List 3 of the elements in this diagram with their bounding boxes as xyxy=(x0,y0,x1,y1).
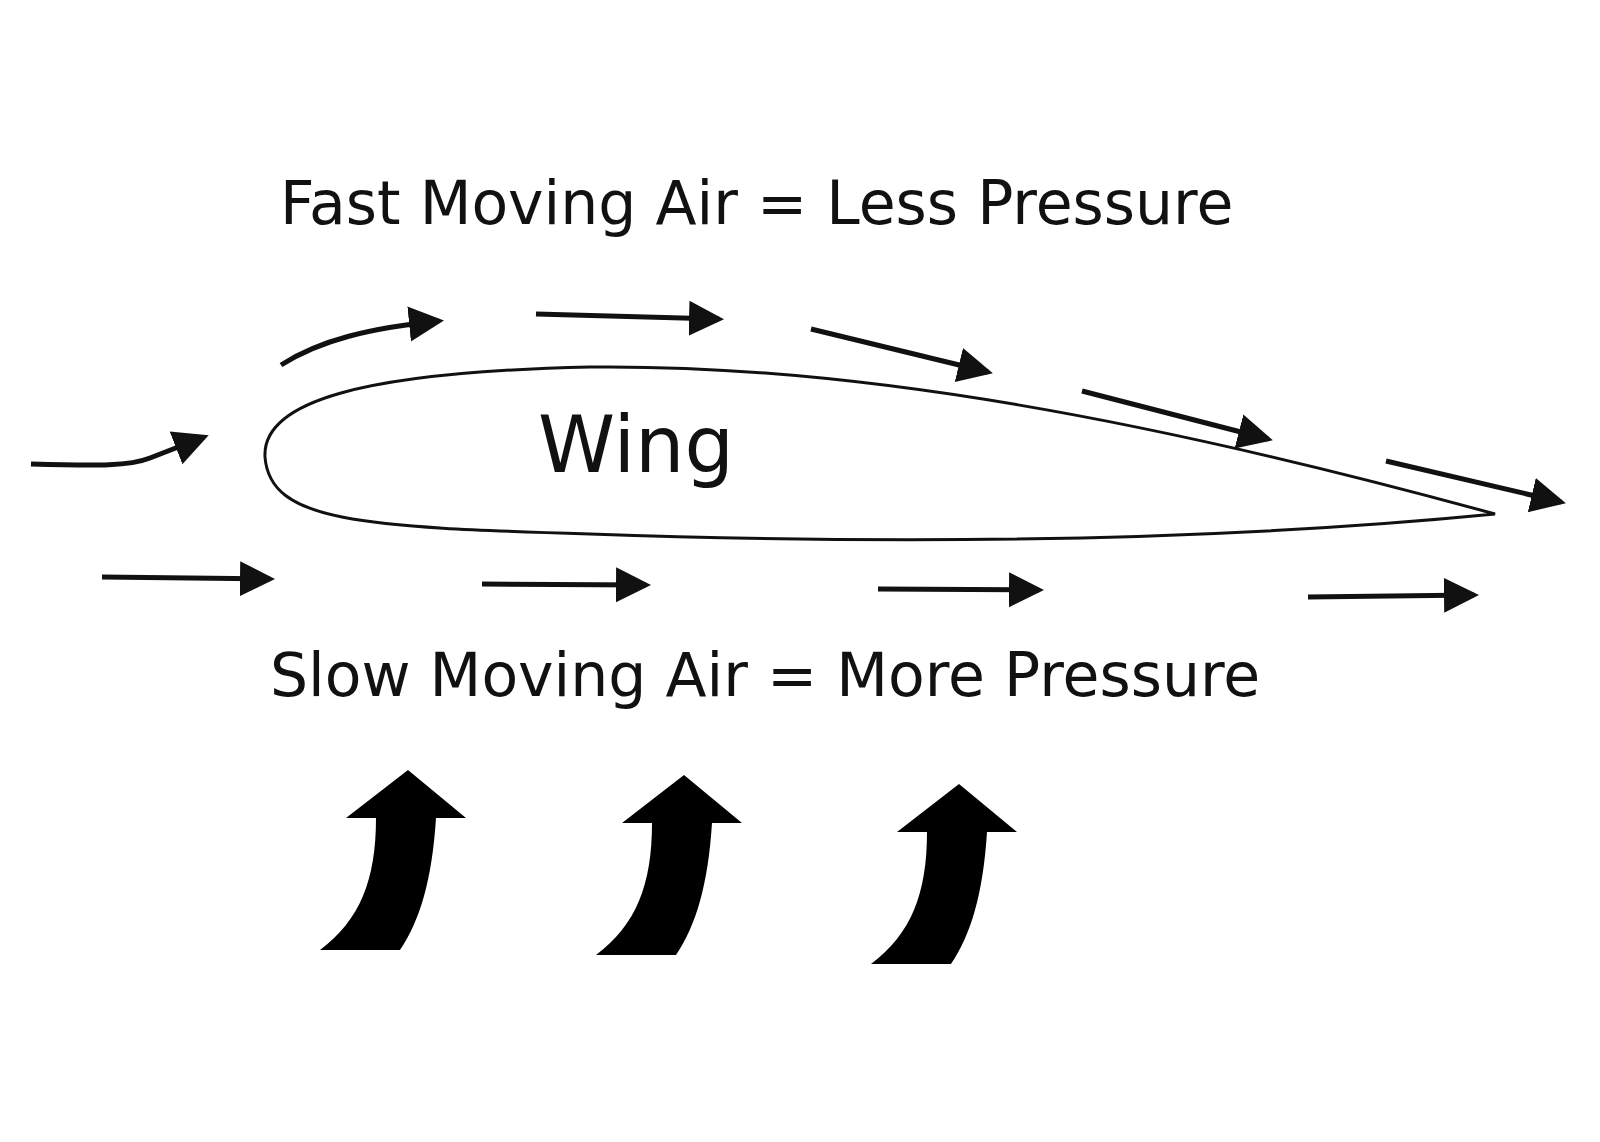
air-pressure-label: Fast Moving Air = Less Pressure xyxy=(280,168,1234,238)
wing-label: Wing xyxy=(538,400,735,490)
air-pressure-label: Slow Moving Air = More Pressure xyxy=(270,640,1261,710)
